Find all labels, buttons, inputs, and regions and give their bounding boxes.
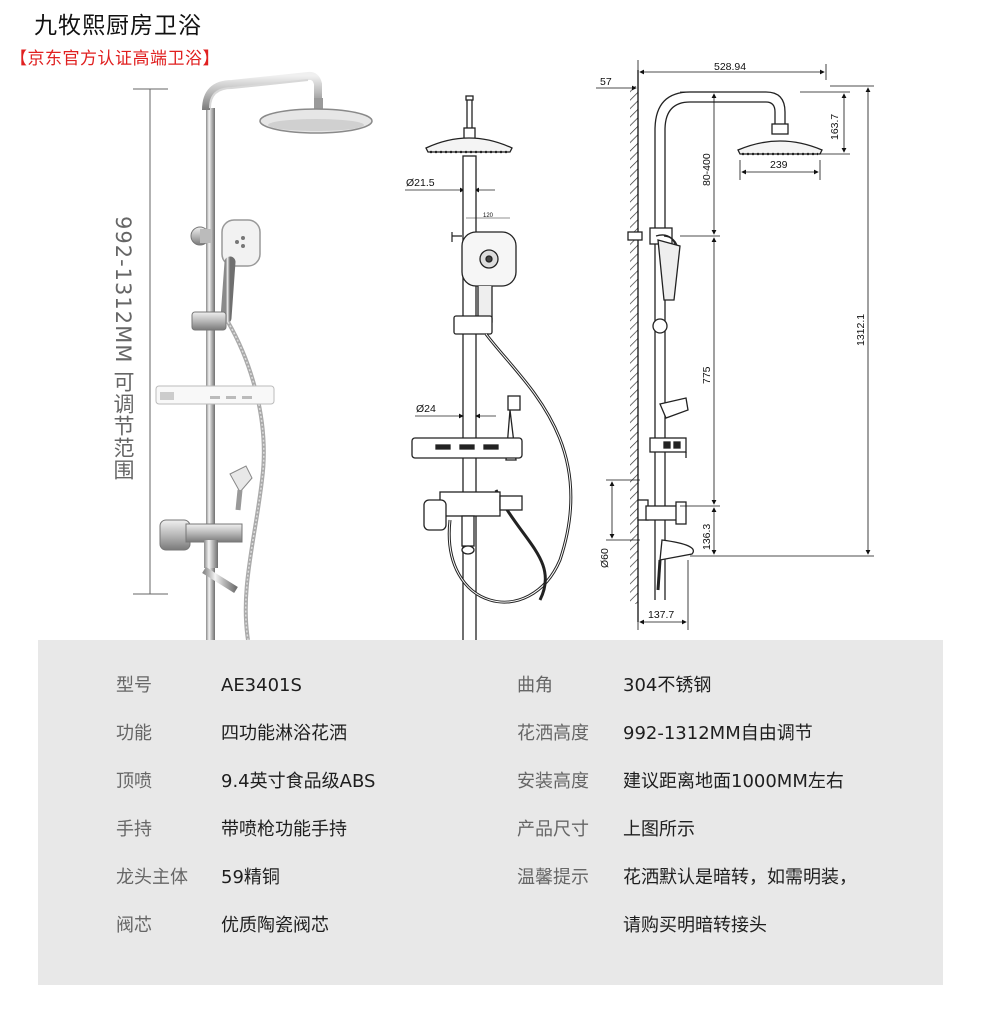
- dim-mixer-height: 136.3: [701, 524, 713, 550]
- spec-value: 带喷枪功能手持: [221, 819, 347, 840]
- dim-slide-length: 775: [701, 366, 713, 384]
- spec-key: 花洒高度: [517, 723, 589, 744]
- spec-value: 上图所示: [623, 819, 695, 840]
- side-view-drawing: [596, 60, 874, 630]
- spec-value: 花洒默认是暗转，如需明装，: [623, 867, 857, 888]
- dim-mixer-diameter: Ø60: [599, 548, 611, 568]
- dim-head-diameter: 239: [770, 159, 788, 171]
- dim-reach: 528.94: [714, 61, 746, 73]
- spec-value: 请购买明暗转接头: [623, 915, 767, 936]
- dim-adjust-range: 80-400: [701, 153, 713, 186]
- spec-panel: 型号 AE3401S 功能 四功能淋浴花洒 顶喷 9.4英寸食品级ABS 手持 …: [38, 640, 943, 985]
- spec-key: 阀芯: [116, 915, 152, 936]
- dim-top-diameter: Ø21.5: [406, 177, 435, 189]
- spec-value: 304不锈钢: [623, 675, 712, 696]
- spec-key: 手持: [116, 819, 152, 840]
- brand-title: 九牧熙厨房卫浴: [34, 13, 202, 39]
- dim-total-height: 1312.1: [855, 314, 867, 346]
- spec-key: 温馨提示: [517, 867, 589, 888]
- front-view-drawing: [405, 95, 573, 640]
- spec-key: 功能: [116, 723, 152, 744]
- dim-pipe-diameter: Ø24: [416, 403, 436, 415]
- spec-value: 建议距离地面1000MM左右: [623, 771, 844, 792]
- spec-key: 顶喷: [116, 771, 152, 792]
- spec-key: 产品尺寸: [517, 819, 589, 840]
- spec-key: 曲角: [517, 675, 553, 696]
- shower-photo: [133, 71, 373, 640]
- spec-value: 优质陶瓷阀芯: [221, 915, 329, 936]
- spec-value: 9.4英寸食品级ABS: [221, 771, 376, 792]
- spec-value: AE3401S: [221, 675, 302, 696]
- spec-value: 四功能淋浴花洒: [221, 723, 347, 744]
- spec-key: 安装高度: [517, 771, 589, 792]
- spec-value: 59精铜: [221, 867, 280, 888]
- spec-key: 龙头主体: [116, 867, 188, 888]
- spec-value: 992-1312MM自由调节: [623, 723, 813, 744]
- dim-head-height: 163.7: [829, 114, 841, 140]
- dim-hand-width: 120: [483, 213, 494, 219]
- height-range-label: 992-1312MM 可调节范围: [111, 216, 135, 482]
- dim-wall-depth: 137.7: [648, 609, 674, 621]
- product-drawings: Ø21.5 120 Ø24: [133, 60, 874, 640]
- spec-key: 型号: [116, 675, 152, 696]
- brand-certification: 【京东官方认证高端卫浴】: [10, 49, 220, 69]
- dim-wall-offset: 57: [600, 76, 612, 88]
